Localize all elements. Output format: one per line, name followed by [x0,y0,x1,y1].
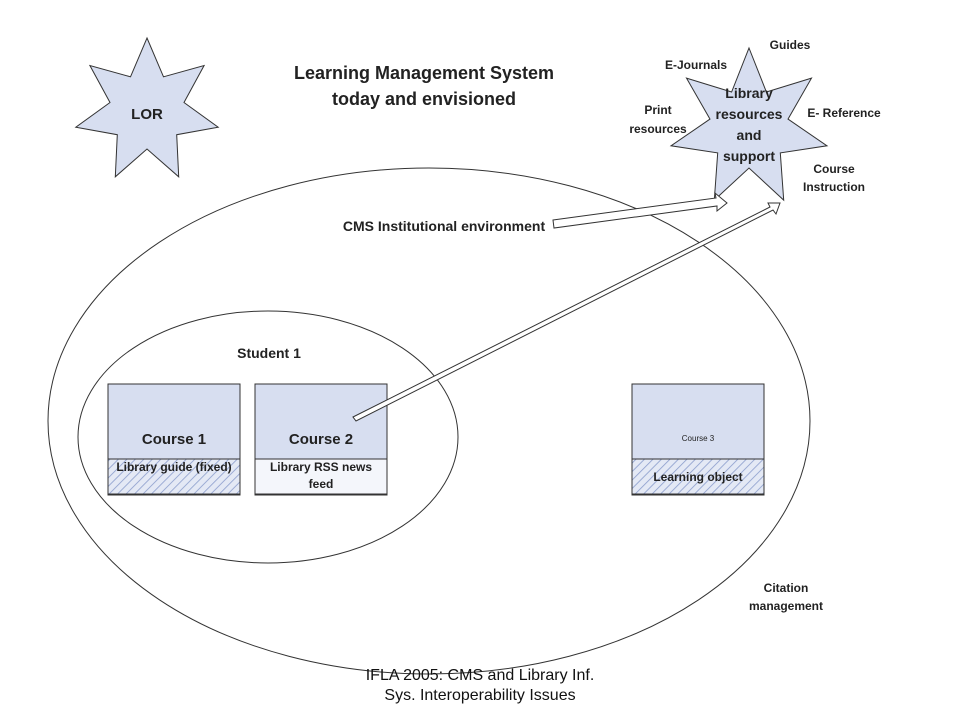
library-star-line-2: resources [716,106,783,122]
course-3-name: Course 3 [682,434,715,443]
course-2-name: Course 2 [289,431,353,448]
course-instruction-line-2: Instruction [803,180,865,194]
course-box-3: Course 3 Learning object [631,383,765,496]
print-resources-line-1: Print [644,103,671,117]
library-star-line-3: and [737,127,762,143]
citation-line-2: management [749,599,823,613]
library-star-line-4: support [723,148,775,164]
cms-environment-label: CMS Institutional environment [343,218,546,234]
lor-label: LOR [131,106,163,123]
lor-star-shape [74,36,220,178]
print-resources-line-2: resources [629,122,687,136]
course-3-strip-text: Learning object [653,470,742,484]
course-2-strip-line-2: feed [309,477,334,491]
arrow-cms-to-library [552,191,728,229]
student-ellipse [77,310,459,564]
ereference-label: E- Reference [807,106,881,120]
library-star-line-1: Library [725,85,773,101]
arrow-course2-to-library [352,202,781,422]
guides-label: Guides [770,38,811,52]
course-2-strip-line-1: Library RSS news [270,460,372,474]
citation-line-1: Citation [764,581,809,595]
footer-line-2: Sys. Interoperability Issues [384,687,575,704]
title-line-1: Learning Management System [294,63,554,83]
course-instruction-line-1: Course [813,162,855,176]
title-line-2: today and envisioned [332,89,516,109]
course-box-1: Course 1 Library guide (fixed) [107,383,241,496]
course-1-name: Course 1 [142,431,206,448]
footer-line-1: IFLA 2005: CMS and Library Inf. [366,667,595,684]
cms-environment-ellipse [47,167,811,675]
ejournals-label: E-Journals [665,58,727,72]
course-box-2: Course 2 Library RSS news feed [254,383,388,496]
library-star-shape [669,46,829,202]
course-1-strip-text: Library guide (fixed) [116,460,231,474]
student-label: Student 1 [237,345,301,361]
